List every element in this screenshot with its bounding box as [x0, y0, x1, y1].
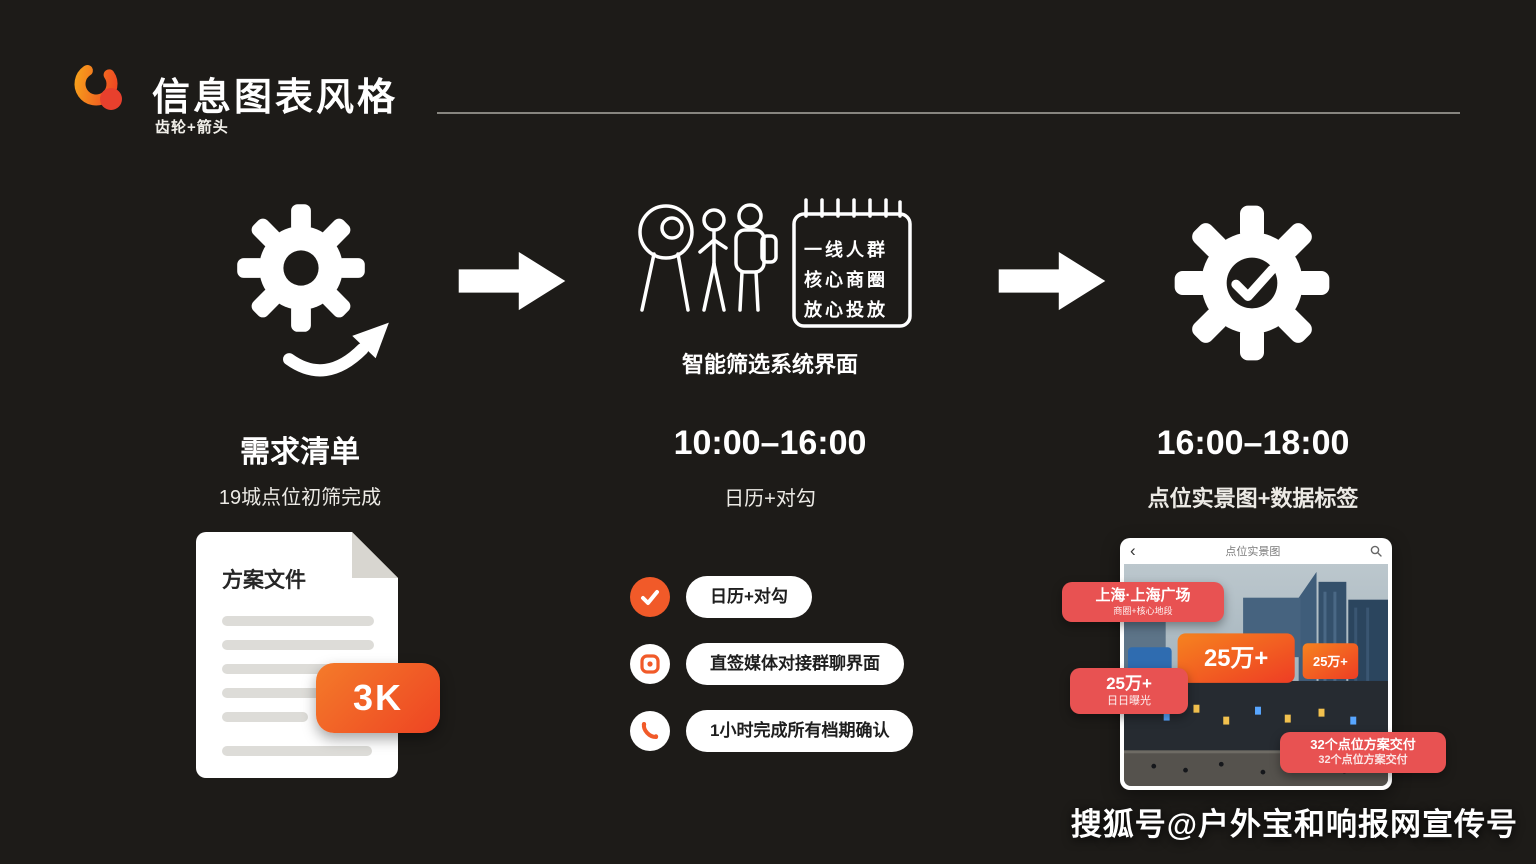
page-title: 信息图表风格: [152, 77, 399, 119]
sketch-caption: 智能筛选系统界面: [681, 352, 858, 377]
video-app-icon: [630, 644, 670, 684]
photo-tag-location: 上海·上海广场 商圈+核心地段: [1062, 582, 1224, 623]
document-text-line: [222, 640, 374, 650]
checklist-item: 日历+对勾: [686, 576, 812, 618]
document-text-line: [222, 746, 372, 756]
tag-line: 上海·上海广场: [1095, 587, 1191, 604]
document-title: 方案文件: [222, 569, 306, 592]
document-text-line: [222, 688, 334, 698]
tag-line: 32个点位方案交付: [1310, 737, 1416, 752]
flow-arrow-icon: [458, 251, 566, 311]
tag-line: 25万+: [1106, 674, 1152, 693]
check-icon: [630, 577, 670, 617]
billboard-text-small: 25万+: [1313, 654, 1348, 669]
billboard-text: 25万+: [1204, 645, 1268, 672]
document-text-line: [222, 616, 374, 626]
tag-line: 日日曝光: [1107, 695, 1151, 708]
calendar-scribble-line: 一线人群: [804, 239, 888, 260]
step1-subheading: 19城点位初筛完成: [218, 487, 382, 509]
tag-line: 32个点位方案交付: [1318, 754, 1408, 767]
flow-arrow-icon: [998, 251, 1106, 311]
photo-card: ‹ 点位实景图: [1062, 538, 1446, 790]
brand-logo-icon: [74, 62, 122, 110]
search-icon: [1370, 545, 1382, 557]
calendar-scribble-line: 核心商圈: [804, 269, 888, 290]
people-calendar-sketch-icon: 一线人群 核心商圈 放心投放: [638, 198, 912, 328]
gear-icon: [237, 204, 365, 332]
step3-subheading: 点位实景图+数据标签: [1147, 486, 1359, 511]
document-card: 方案文件 3K: [196, 532, 440, 778]
tag-line: 商圈+核心地段: [1113, 605, 1173, 616]
phone-icon: [630, 711, 670, 751]
calendar-scribble-line: 放心投放: [803, 299, 888, 320]
document-fold-flap: [352, 532, 398, 578]
document-badge: 3K: [316, 663, 440, 733]
header-divider: [437, 112, 1460, 114]
page-subtitle: 齿轮+箭头: [155, 119, 229, 136]
document-text-line: [222, 664, 362, 674]
checklist-item: 1小时完成所有档期确认: [686, 710, 914, 752]
watermark: 搜狐号@户外宝和响报网宣传号: [1070, 807, 1518, 842]
photo-tag-delivery: 32个点位方案交付 32个点位方案交付: [1280, 732, 1446, 773]
photo-topbar-title: 点位实景图: [1225, 546, 1281, 558]
document-text-line: [222, 712, 308, 722]
photo-tag-exposure: 25万+ 日日曝光: [1070, 668, 1188, 714]
step2-subheading: 日历+对勾: [724, 488, 816, 510]
photo-topbar: ‹ 点位实景图: [1120, 538, 1392, 564]
checklist-item: 直签媒体对接群聊界面: [686, 643, 904, 685]
step2-time-heading: 10:00–16:00: [673, 424, 867, 462]
step1-heading: 需求清单: [240, 436, 360, 469]
step3-time-heading: 16:00–18:00: [1156, 424, 1350, 462]
gear-check-icon: [1174, 205, 1330, 361]
back-chevron-icon: ‹: [1130, 541, 1136, 560]
curved-arrow-icon: [283, 322, 389, 377]
